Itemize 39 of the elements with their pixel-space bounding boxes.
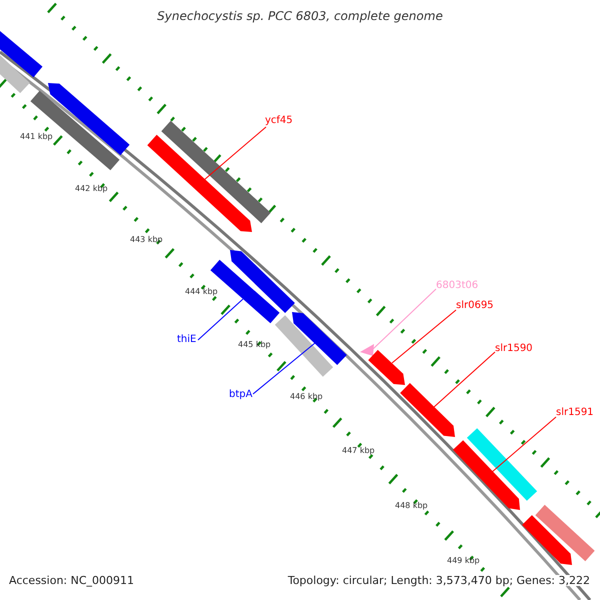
tick-label: 445 kbp [238, 341, 271, 349]
gene-name-label: slr0695 [456, 301, 494, 311]
leader-line [492, 416, 556, 472]
gene-bar [368, 350, 405, 385]
gene-name-label: 6803t06 [436, 281, 478, 291]
gene-name-label: slr1590 [495, 344, 533, 354]
gene-bar [0, 30, 42, 78]
leader-line [392, 310, 456, 364]
gene-bar [147, 134, 252, 232]
accession-text: Accession: NC_000911 [9, 575, 134, 586]
gene-bar [522, 515, 572, 565]
gene-bar [466, 428, 538, 501]
tick-label: 444 kbp [185, 288, 218, 296]
tick-label: 448 kbp [395, 502, 428, 510]
gene-name-label: thiE [177, 335, 196, 345]
gene-name-label: ycf45 [265, 116, 293, 126]
genome-stats-text: Topology: circular; Length: 3,573,470 bp; Genes: 3,222 [288, 575, 590, 586]
gene-bar [274, 315, 334, 377]
tick-label: 449 kbp [447, 557, 480, 565]
leader-line [198, 298, 244, 340]
gene-bar [230, 250, 295, 313]
gene-bar [292, 312, 347, 365]
tick-label: 447 kbp [342, 447, 375, 455]
leader-line [372, 288, 436, 350]
title: Synechocystis sp. PCC 6803, complete genome [156, 10, 444, 22]
tick-label: 441 kbp [20, 133, 53, 141]
gene-marker [360, 344, 374, 356]
tick-label: 446 kbp [290, 393, 323, 401]
tick-label: 442 kbp [75, 185, 108, 193]
leader-line [204, 126, 266, 180]
gene-name-label: btpA [229, 390, 252, 400]
leader-line [252, 342, 316, 394]
leader-line [434, 352, 496, 408]
gene-bar [452, 440, 520, 510]
tick-label: 443 kbp [130, 236, 163, 244]
gene-name-label: slr1591 [556, 408, 594, 418]
gene-bar [400, 383, 455, 437]
gene-bar [535, 504, 595, 562]
gene-bar [0, 54, 30, 94]
